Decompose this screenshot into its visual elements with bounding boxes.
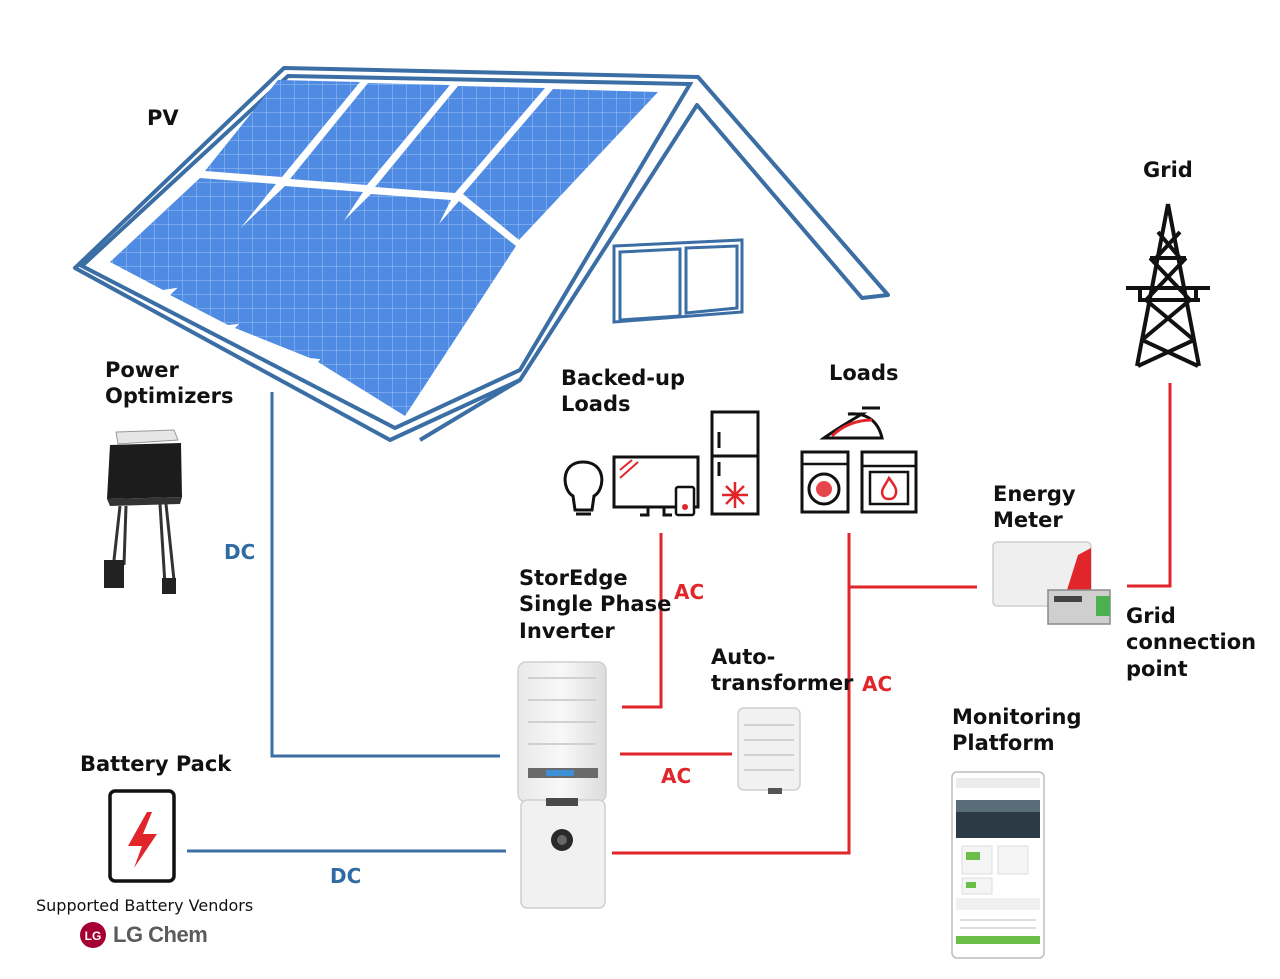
grid-connection-point-label: Grid connection point xyxy=(1126,603,1256,682)
lightbulb-icon xyxy=(563,460,604,516)
monitoring-platform-label: Monitoring Platform xyxy=(952,704,1081,757)
ac-wires xyxy=(612,383,1172,855)
grid-connection-label-line3: point xyxy=(1126,656,1188,681)
lg-chem-text: LG Chem xyxy=(113,922,208,947)
energy-meter-label-line1: Energy xyxy=(993,482,1076,506)
television-icon xyxy=(612,455,700,517)
grid-connection-label-line1: Grid xyxy=(1126,604,1176,628)
backed-up-loads-label: Backed-up Loads xyxy=(561,365,685,418)
backed-up-loads-label-line1: Backed-up xyxy=(561,366,686,390)
energy-meter-label: Energy Meter xyxy=(993,481,1076,534)
grid-connection-label-line2: connection xyxy=(1126,630,1257,655)
washing-machine-icon xyxy=(800,450,850,514)
inverter-label-line1: StorEdge xyxy=(519,566,628,590)
dc-optimizers-label: DC xyxy=(224,540,256,564)
autotransformer-label-line2: transformer xyxy=(711,671,854,696)
pv-label: PV xyxy=(147,106,179,130)
monitoring-platform-device xyxy=(951,771,1045,959)
oven-icon xyxy=(860,450,918,514)
power-optimizer-device xyxy=(104,429,182,594)
loads-label: Loads xyxy=(829,361,899,385)
autotransformer-label-line1: Auto- xyxy=(711,645,776,669)
iron-icon xyxy=(819,406,884,440)
power-optimizers-label: Power Optimizers xyxy=(105,357,234,410)
autotransformer-label: Auto- transformer xyxy=(711,644,853,697)
inverter-label: StorEdge Single Phase Inverter xyxy=(519,565,671,644)
grid-label: Grid xyxy=(1143,158,1193,182)
lg-logo-icon: LG xyxy=(80,922,106,948)
power-optimizers-label-line1: Power xyxy=(105,358,179,382)
power-optimizers-label-line2: Optimizers xyxy=(105,384,234,409)
grid-tower-icon xyxy=(1126,203,1210,368)
supported-vendors-label: Supported Battery Vendors xyxy=(36,896,254,915)
ac-loads-label: AC xyxy=(862,672,893,696)
storedge-inverter-device xyxy=(517,661,607,909)
lg-logo-text: LG xyxy=(85,929,102,943)
house-window xyxy=(612,238,744,324)
house-outline xyxy=(73,66,890,442)
backed-up-loads-label-line2: Loads xyxy=(561,392,631,417)
ac-autotransformer-label: AC xyxy=(661,764,692,788)
dc-battery-label: DC xyxy=(330,864,362,888)
ac-backed-up-label: AC xyxy=(674,580,705,604)
monitoring-label-line2: Platform xyxy=(952,731,1055,756)
refrigerator-icon xyxy=(710,410,760,516)
lg-chem-logo: LG LG Chem xyxy=(79,921,208,949)
inverter-label-line2: Single Phase xyxy=(519,592,672,617)
dc-wires xyxy=(187,392,506,853)
autotransformer-device xyxy=(737,707,801,794)
pv-panel-array xyxy=(78,73,694,431)
battery-pack-label: Battery Pack xyxy=(80,752,232,776)
battery-pack-icon xyxy=(108,789,176,883)
energy-meter-label-line2: Meter xyxy=(993,508,1063,533)
monitoring-label-line1: Monitoring xyxy=(952,705,1082,729)
energy-meter-device xyxy=(992,541,1111,625)
inverter-label-line3: Inverter xyxy=(519,618,615,643)
